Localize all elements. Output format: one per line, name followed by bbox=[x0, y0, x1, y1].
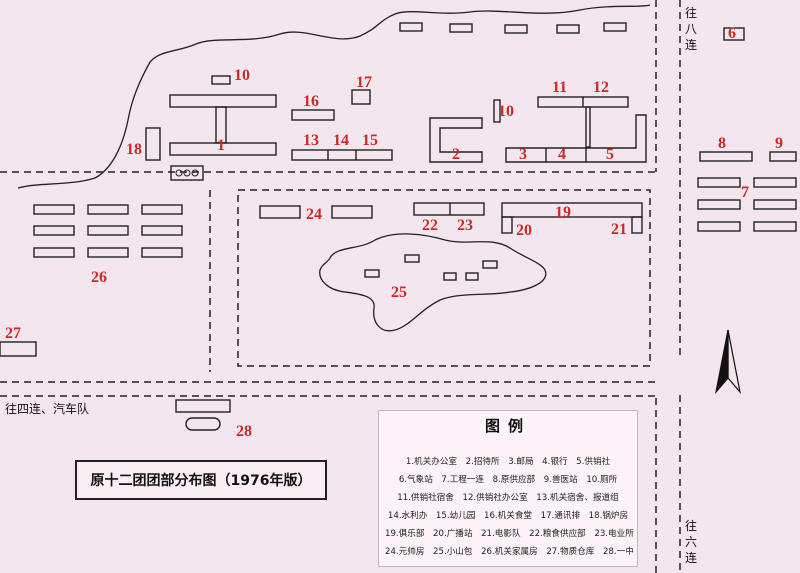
building-10a bbox=[211, 75, 231, 85]
label-1: 1 bbox=[217, 137, 225, 154]
building-24 bbox=[259, 205, 301, 219]
building bbox=[449, 23, 473, 33]
label-9: 9 bbox=[775, 135, 783, 152]
building-26 bbox=[141, 204, 183, 215]
building-7 bbox=[753, 177, 797, 188]
label-20: 20 bbox=[516, 222, 532, 239]
map-title: 原十二团团部分布图（1976年版） bbox=[75, 460, 327, 500]
label-10b: 10 bbox=[498, 103, 514, 120]
building-28-oval bbox=[185, 417, 221, 431]
building-3-5 bbox=[505, 114, 647, 163]
building-13-15 bbox=[291, 149, 393, 161]
building-7 bbox=[697, 199, 741, 210]
building-26 bbox=[87, 247, 129, 258]
building-stem bbox=[585, 106, 591, 148]
building-21 bbox=[631, 216, 643, 234]
label-28: 28 bbox=[236, 423, 252, 440]
building bbox=[331, 205, 373, 219]
label-8: 8 bbox=[718, 135, 726, 152]
legend-box: 图例 1.机关办公室 2.招待所 3.邮局 4.银行 5.供销社 6.气象站 7… bbox=[378, 410, 638, 567]
label-23: 23 bbox=[457, 217, 473, 234]
building-7 bbox=[753, 199, 797, 210]
building bbox=[364, 269, 380, 278]
building bbox=[465, 272, 479, 281]
building-18 bbox=[145, 127, 161, 161]
label-25: 25 bbox=[391, 284, 407, 301]
building bbox=[504, 24, 528, 34]
label-18: 18 bbox=[126, 141, 142, 158]
label-11: 11 bbox=[552, 79, 568, 96]
legend-list: 1.机关办公室 2.招待所 3.邮局 4.银行 5.供销社 6.气象站 7.工程… bbox=[385, 453, 634, 561]
building-27 bbox=[0, 341, 37, 357]
label-22: 22 bbox=[422, 217, 438, 234]
label-to-eighth-company: 往八连 bbox=[684, 6, 697, 52]
building-8 bbox=[699, 151, 753, 162]
label-13: 13 bbox=[303, 132, 319, 149]
legend-title: 图例 bbox=[484, 417, 531, 435]
building-17 bbox=[351, 89, 371, 105]
building-26 bbox=[87, 225, 129, 236]
legend-row: 14.水利办 15.幼儿园 16.机关食堂 17.通讯排 18.锅炉房 bbox=[387, 511, 629, 521]
building bbox=[556, 24, 580, 34]
label-17: 17 bbox=[356, 74, 372, 91]
boiler-symbol bbox=[170, 165, 204, 181]
legend-row: 19.俱乐部 20.广播站 21.电影队 22.粮食供应部 23.电业所 bbox=[385, 529, 634, 539]
building-26 bbox=[141, 247, 183, 258]
building-1-top bbox=[169, 94, 277, 108]
hill-outline bbox=[319, 233, 547, 332]
north-arrow bbox=[714, 329, 742, 395]
building-7 bbox=[697, 221, 741, 232]
building-19 bbox=[501, 202, 643, 218]
legend-row: 11.供销社宿舍 12.供销社办公室 13.机关宿舍、报道组 bbox=[397, 493, 619, 503]
building-16 bbox=[291, 109, 335, 121]
building-6 bbox=[723, 27, 745, 41]
legend-row: 24.元帅房 25.小山包 26.机关家属房 27.物质仓库 28.一中 bbox=[385, 547, 634, 557]
label-14: 14 bbox=[333, 132, 349, 149]
river-boundary bbox=[17, 4, 651, 189]
map-title-text: 原十二团团部分布图（1976年版） bbox=[90, 473, 312, 489]
building-26 bbox=[33, 247, 75, 258]
label-4: 4 bbox=[558, 146, 566, 163]
label-12: 12 bbox=[593, 79, 609, 96]
building-26 bbox=[33, 225, 75, 236]
building bbox=[603, 22, 627, 32]
label-27: 27 bbox=[5, 325, 21, 342]
building-26 bbox=[141, 225, 183, 236]
building bbox=[399, 22, 423, 32]
building-28 bbox=[175, 399, 231, 413]
label-16: 16 bbox=[303, 93, 319, 110]
building-10b bbox=[493, 99, 501, 123]
building-7 bbox=[753, 221, 797, 232]
label-21: 21 bbox=[611, 221, 627, 238]
building-20 bbox=[501, 216, 513, 234]
label-2: 2 bbox=[452, 146, 460, 163]
building bbox=[482, 260, 498, 269]
label-15: 15 bbox=[362, 132, 378, 149]
building-9 bbox=[769, 151, 797, 162]
building-22-23 bbox=[413, 202, 485, 216]
road-block bbox=[237, 189, 651, 367]
building bbox=[404, 254, 420, 263]
label-19: 19 bbox=[555, 204, 571, 221]
legend-row: 1.机关办公室 2.招待所 3.邮局 4.银行 5.供销社 bbox=[405, 457, 611, 467]
building bbox=[443, 272, 457, 281]
label-24: 24 bbox=[306, 206, 322, 223]
building-7 bbox=[697, 177, 741, 188]
legend-row: 6.气象站 7.工程一连 8.原供应部 9.兽医站 10.厕所 bbox=[398, 475, 618, 485]
building-26 bbox=[87, 204, 129, 215]
label-6: 6 bbox=[728, 25, 736, 42]
label-10a: 10 bbox=[234, 67, 250, 84]
label-to-sixth-company: 往六连 bbox=[684, 519, 697, 565]
building-1-bottom bbox=[169, 142, 277, 156]
label-to-fourth-company: 往四连、汽车队 bbox=[5, 402, 90, 416]
label-5: 5 bbox=[606, 146, 614, 163]
label-7: 7 bbox=[741, 184, 749, 201]
building-26 bbox=[33, 204, 75, 215]
building-2 bbox=[429, 117, 483, 163]
label-3: 3 bbox=[519, 146, 527, 163]
label-26: 26 bbox=[91, 269, 107, 286]
